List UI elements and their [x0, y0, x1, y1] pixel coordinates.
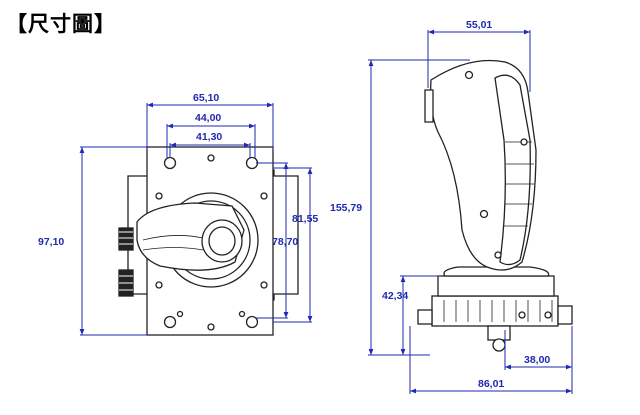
dim-base-width-small: 38,00: [524, 354, 550, 366]
dim-width-outer: 65,10: [193, 92, 219, 104]
side-view-dimensions: 55,01 155,79 42,34 38,00 86,01: [330, 19, 573, 394]
side-view-joystick: [417, 59, 573, 352]
dim-height-inner: 78,70: [272, 236, 298, 248]
base-teeth: [443, 300, 553, 322]
front-view-dimensions: 65,10 44,00 41,30 97,10 81,55 78,70: [38, 92, 318, 336]
connector-pins: [118, 227, 134, 297]
dim-top-width: 55,01: [466, 19, 492, 31]
dim-total-height: 155,79: [330, 202, 362, 214]
dim-width-inner: 41,30: [196, 131, 222, 143]
dim-height-total: 97,10: [38, 236, 64, 248]
page-title: 【尺寸圖】: [6, 12, 116, 36]
dim-base-width-total: 86,01: [478, 378, 504, 390]
front-view-joystick: [118, 146, 299, 336]
dim-width-mid: 44,00: [195, 112, 221, 124]
dim-height-mid: 81,55: [292, 213, 318, 225]
dim-base-height: 42,34: [382, 290, 408, 302]
